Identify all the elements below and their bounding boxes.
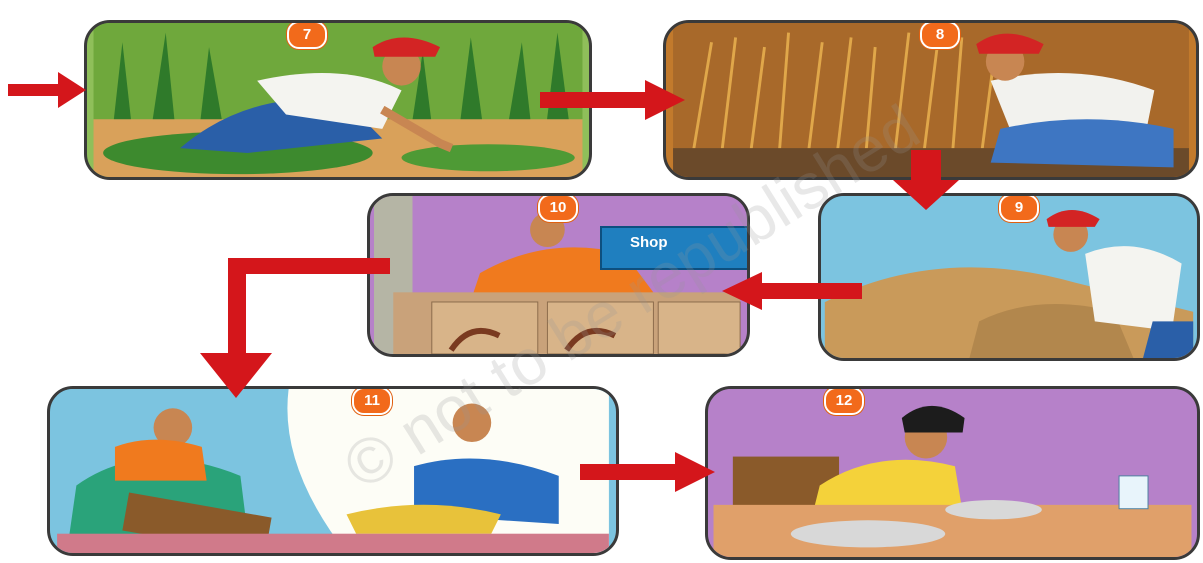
step-number-badge: 10: [538, 194, 578, 222]
step-number-badge: 9: [999, 194, 1039, 222]
step-number-badge: 7: [287, 21, 327, 49]
shop-sign-label: Shop: [630, 234, 668, 251]
panel-step-11-cleaning-cooking: 11: [47, 386, 619, 556]
panel-step-9-collecting-grain: 9: [818, 193, 1200, 361]
panel-step-12-eating: 12: [705, 386, 1200, 560]
step-number-badge: 8: [920, 21, 960, 49]
arrow-elbow-icon: [200, 258, 390, 398]
arrow-right-icon: [8, 72, 86, 108]
panel-step-10-grain-shop: Shop 10: [367, 193, 750, 357]
arrow-right-icon: [540, 80, 685, 120]
step-number-badge: 12: [824, 387, 864, 415]
weeding-scene-illustration: [87, 23, 589, 177]
cleaning-cooking-scene-illustration: [50, 389, 616, 553]
shop-sign: Shop: [600, 226, 750, 270]
arrow-left-icon: [722, 272, 862, 310]
eating-scene-illustration: [708, 389, 1197, 557]
arrow-down-icon: [893, 150, 959, 210]
arrow-right-icon: [580, 452, 715, 492]
panel-step-7-weeding: 7: [84, 20, 592, 180]
